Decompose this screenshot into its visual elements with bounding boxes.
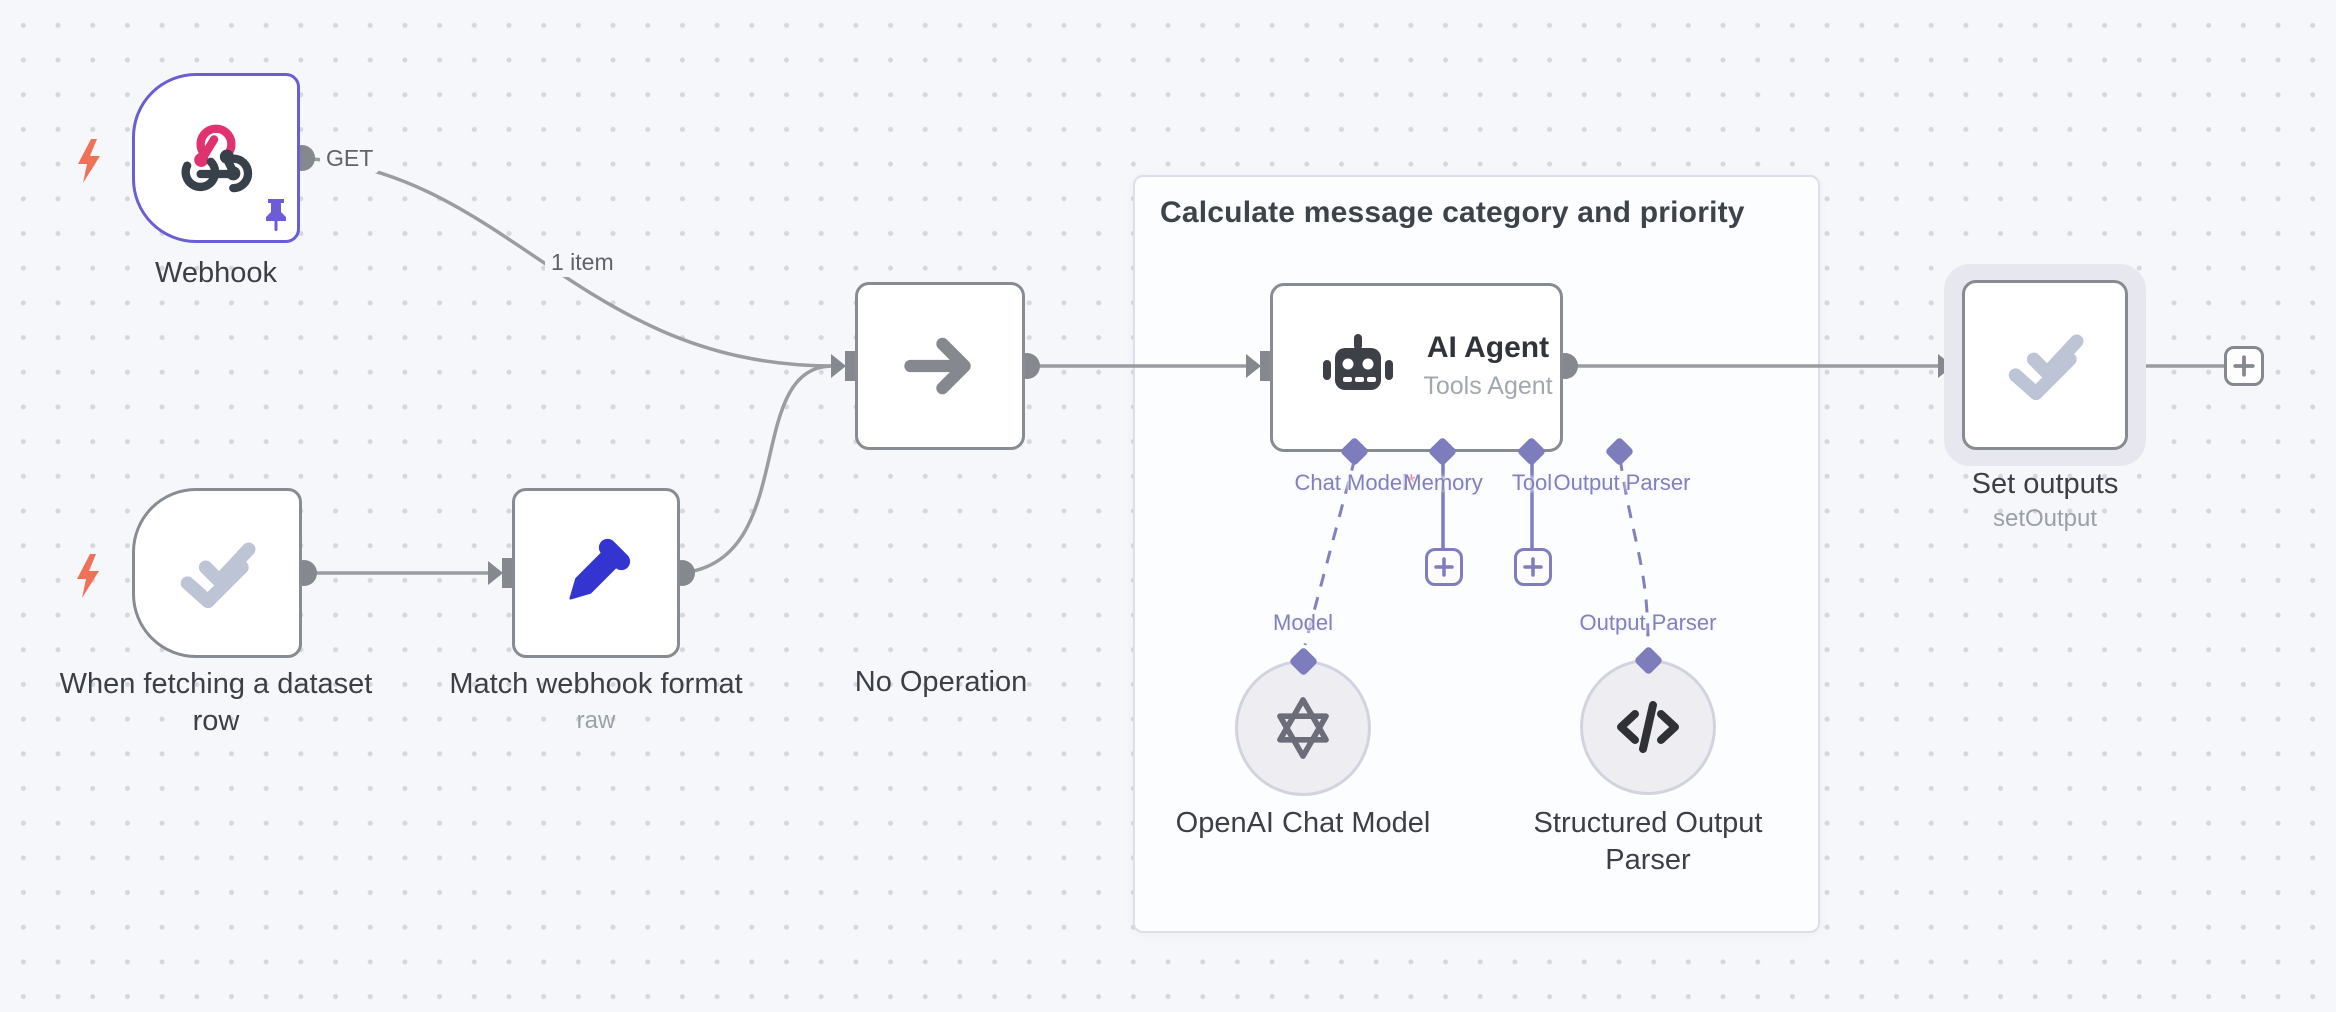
add-tool-button[interactable] bbox=[1514, 548, 1552, 586]
code-icon bbox=[1617, 701, 1679, 753]
node-label-dataset-trigger: When fetching a dataset row bbox=[59, 668, 373, 737]
add-node-button[interactable] bbox=[2224, 346, 2264, 386]
node-label-ai-agent: AI Agent bbox=[1426, 331, 1550, 364]
node-no-operation[interactable] bbox=[855, 282, 1025, 450]
plus-icon bbox=[2233, 355, 2255, 377]
node-label-structured-output-parser: Structured Output Parser bbox=[1533, 807, 1763, 876]
node-dataset-trigger[interactable] bbox=[132, 488, 302, 658]
node-label-match-format: Match webhook format bbox=[449, 668, 743, 700]
group-title: Calculate message category and priority bbox=[1160, 196, 1745, 229]
node-openai-chat-model[interactable] bbox=[1235, 660, 1371, 796]
node-set-outputs[interactable] bbox=[1962, 280, 2128, 450]
plus-icon bbox=[1434, 557, 1454, 577]
webhook-icon bbox=[181, 124, 253, 193]
node-structured-output-parser[interactable] bbox=[1580, 659, 1716, 795]
double-check-icon bbox=[180, 542, 256, 609]
connection-items-label: 1 item bbox=[545, 248, 620, 277]
port-label-memory: Memory bbox=[1403, 470, 1483, 495]
pencil-icon bbox=[569, 538, 631, 600]
double-check-icon bbox=[2008, 334, 2084, 401]
port-label-model: Model bbox=[1273, 610, 1333, 635]
webhook-output-method-label: GET bbox=[320, 144, 380, 173]
lightning-icon bbox=[78, 139, 100, 183]
node-subtitle-ai-agent: Tools Agent bbox=[1423, 372, 1553, 400]
node-label-openai-chat-model: OpenAI Chat Model bbox=[1175, 807, 1431, 839]
lightning-icon bbox=[77, 554, 99, 598]
node-label-set-outputs: Set outputs bbox=[1971, 468, 2119, 500]
port-label-chat-model: Chat Model* bbox=[1294, 470, 1416, 495]
pin-icon bbox=[266, 199, 286, 231]
port-label-tool: Tool bbox=[1511, 470, 1553, 495]
node-ai-agent[interactable] bbox=[1270, 283, 1563, 452]
port-label-output-parser-sub: Output Parser bbox=[1579, 610, 1717, 635]
openai-icon bbox=[1277, 697, 1329, 759]
robot-icon bbox=[1323, 334, 1393, 390]
plus-icon bbox=[1523, 557, 1543, 577]
port-label-output-parser: Output Parser bbox=[1553, 470, 1691, 495]
node-match-format[interactable] bbox=[512, 488, 680, 658]
node-label-webhook: Webhook bbox=[155, 257, 277, 289]
node-subtitle-match-format: raw bbox=[576, 707, 616, 734]
node-subtitle-set-outputs: setOutput bbox=[1992, 505, 2098, 532]
add-memory-button[interactable] bbox=[1425, 548, 1463, 586]
node-label-no-operation: No Operation bbox=[854, 666, 1028, 698]
arrow-right-icon bbox=[904, 337, 971, 395]
node-webhook[interactable] bbox=[132, 73, 300, 243]
